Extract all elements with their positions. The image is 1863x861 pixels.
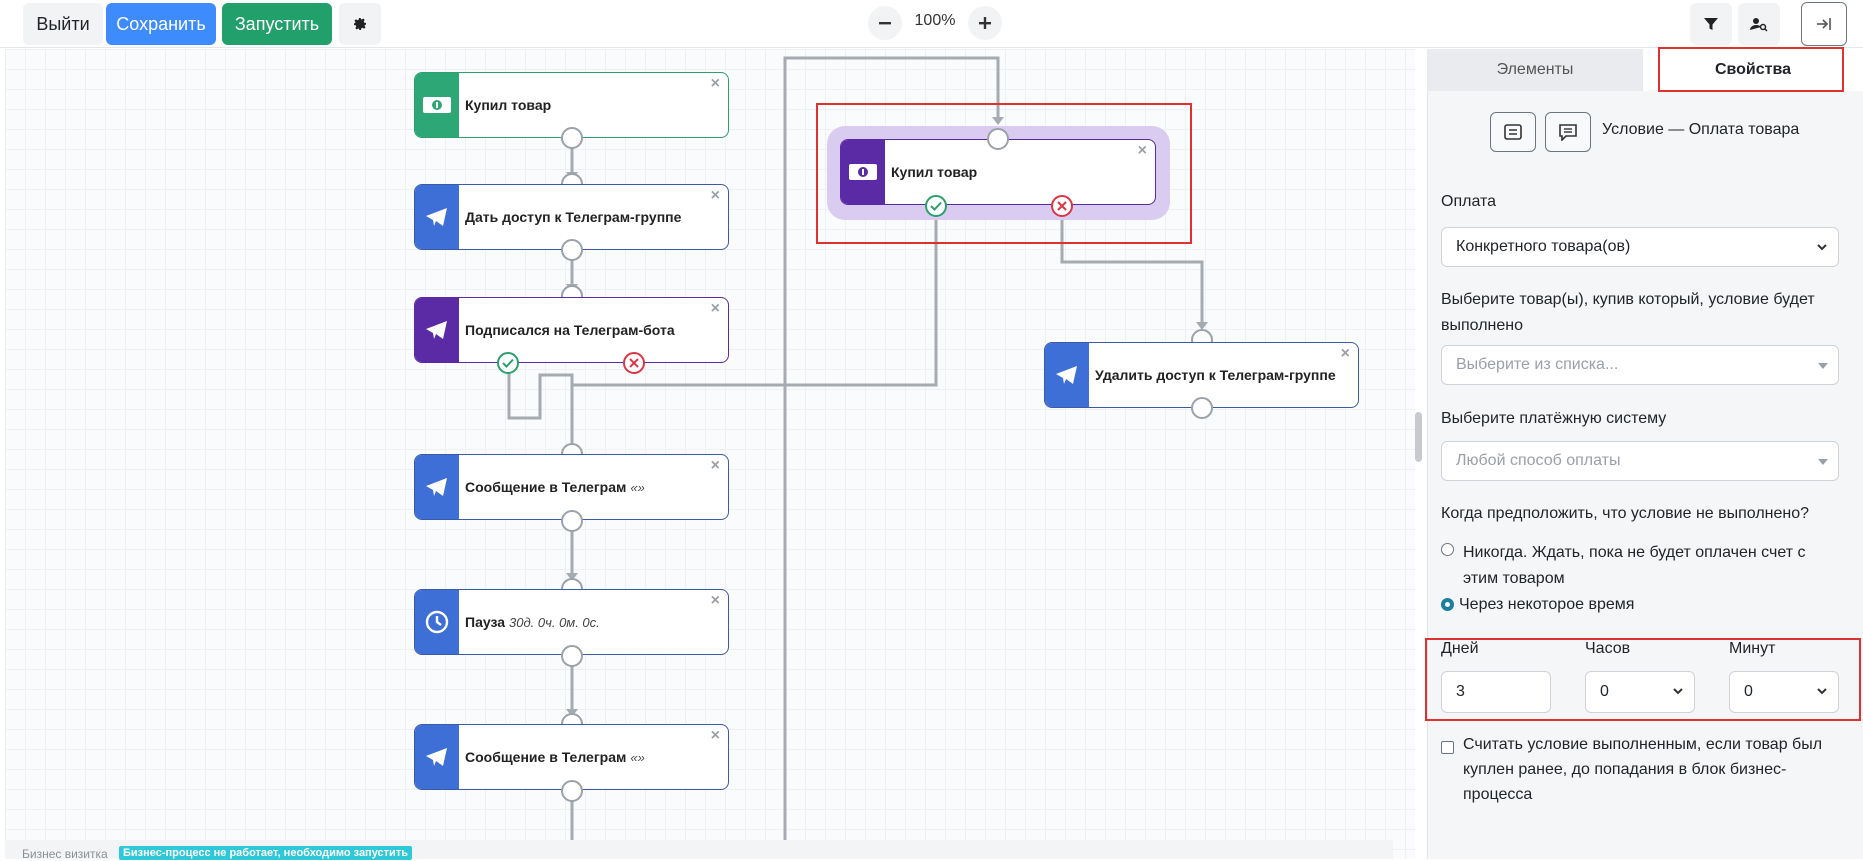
node-title: Купил товар — [465, 97, 552, 113]
money-icon — [415, 73, 459, 137]
status-badge: Бизнес-процесс не работает, необходимо з… — [119, 846, 412, 860]
product-label: Выберите товар(ы), купив который, услови… — [1441, 291, 1815, 334]
output-port[interactable] — [561, 127, 583, 149]
telegram-icon — [415, 185, 459, 249]
close-icon[interactable]: × — [1137, 142, 1147, 159]
filter-icon — [1704, 18, 1718, 30]
node-title: Сообщение в Телеграм«» — [465, 479, 645, 495]
telegram-icon — [415, 298, 459, 362]
caret-down-icon — [1818, 459, 1828, 465]
bought-earlier-checkbox[interactable] — [1441, 741, 1454, 754]
telegram-icon — [1045, 343, 1089, 407]
panel-header-title: Условие — Оплата товара — [1602, 121, 1800, 138]
chevron-down-icon — [1817, 244, 1827, 251]
node-title: Удалить доступ к Телеграм-группе — [1095, 367, 1336, 383]
save-button[interactable]: Сохранить — [106, 3, 216, 45]
minutes-label: Минут — [1729, 640, 1776, 657]
close-icon[interactable]: × — [710, 727, 720, 744]
highlight-box — [816, 103, 1192, 244]
clock-icon — [415, 590, 459, 654]
radio-never-label: Никогда. Ждать, пока не будет оплачен сч… — [1463, 544, 1806, 587]
canvas-scrollbar[interactable] — [1415, 412, 1422, 462]
hours-select[interactable]: 0 — [1585, 671, 1695, 713]
payment-label: Оплата — [1441, 193, 1497, 210]
output-port[interactable] — [561, 510, 583, 532]
hours-label: Часов — [1585, 640, 1631, 657]
money-icon — [841, 140, 885, 204]
bought-earlier-label: Считать условие выполненным, если товар … — [1463, 736, 1823, 803]
product-select[interactable]: Выберите из списка... — [1441, 345, 1839, 385]
close-icon[interactable]: × — [710, 75, 720, 92]
user-search-icon — [1750, 18, 1768, 32]
filter-button[interactable] — [1690, 3, 1732, 45]
radio-never[interactable] — [1441, 543, 1454, 556]
fail-port[interactable] — [1051, 195, 1073, 217]
note-button[interactable] — [1545, 112, 1591, 152]
payment-system-select[interactable]: Любой способ оплаты — [1441, 441, 1839, 481]
node-title: Купил товар — [891, 164, 978, 180]
close-icon[interactable]: × — [710, 187, 720, 204]
close-icon[interactable]: × — [710, 457, 720, 474]
sign-out-icon — [1817, 18, 1831, 30]
radio-after-time-label: Через некоторое время — [1459, 596, 1635, 613]
output-port[interactable] — [561, 645, 583, 667]
run-button[interactable]: Запустить — [222, 3, 332, 45]
payment-select[interactable]: Конкретного товара(ов) — [1441, 227, 1839, 267]
tab-elements[interactable]: Элементы — [1427, 49, 1643, 91]
exit-button[interactable]: Выйти — [23, 3, 103, 45]
node-subscribed-bot[interactable]: Подписался на Телеграм-бота × — [414, 297, 729, 363]
node-telegram-message[interactable]: Сообщение в Телеграм«» × — [414, 454, 729, 520]
payment-system-label: Выберите платёжную систему — [1441, 410, 1667, 427]
minutes-select[interactable]: 0 — [1729, 671, 1839, 713]
panel-tabs: Элементы Свойства — [1427, 49, 1863, 91]
zoom-level: 100% — [914, 12, 956, 29]
collapse-panel-button[interactable] — [1801, 2, 1847, 46]
close-icon[interactable]: × — [710, 592, 720, 609]
chevron-down-icon — [1817, 688, 1827, 695]
output-port[interactable] — [561, 780, 583, 802]
message-square-icon — [1504, 124, 1522, 140]
telegram-icon — [415, 455, 459, 519]
node-telegram-message-2[interactable]: Сообщение в Телеграм«» × — [414, 724, 729, 790]
tab-properties[interactable]: Свойства — [1643, 49, 1863, 91]
telegram-icon — [415, 725, 459, 789]
input-port[interactable] — [987, 128, 1009, 150]
check-icon — [930, 201, 942, 211]
radio-after-time[interactable] — [1441, 598, 1454, 611]
output-port[interactable] — [1191, 397, 1213, 419]
output-port[interactable] — [561, 239, 583, 261]
zoom-in-button[interactable] — [968, 6, 1002, 40]
minus-icon — [879, 22, 891, 25]
plus-icon — [979, 17, 991, 29]
comment-icon — [1559, 124, 1577, 141]
zoom-out-button[interactable] — [868, 6, 902, 40]
node-title: Подписался на Телеграм-бота — [465, 322, 675, 338]
check-icon — [502, 358, 514, 368]
fail-port[interactable] — [623, 352, 645, 374]
process-name: Бизнес визитка — [22, 847, 108, 861]
gear-icon — [354, 18, 366, 30]
days-input[interactable]: 3 — [1441, 671, 1551, 713]
close-icon[interactable]: × — [1340, 345, 1350, 362]
success-port[interactable] — [925, 195, 947, 217]
when-label: Когда предположить, что условие не выпол… — [1441, 505, 1810, 522]
success-port[interactable] — [497, 352, 519, 374]
user-search-button[interactable] — [1738, 3, 1780, 45]
close-icon[interactable]: × — [710, 300, 720, 317]
comment-button[interactable] — [1490, 112, 1536, 152]
settings-button[interactable] — [339, 3, 381, 45]
x-icon — [1057, 201, 1067, 211]
highlight-box — [1425, 638, 1861, 721]
x-icon — [629, 358, 639, 368]
days-label: Дней — [1441, 640, 1479, 657]
node-title: Сообщение в Телеграм«» — [465, 749, 645, 765]
chevron-down-icon — [1673, 688, 1683, 695]
node-bought-product-condition[interactable]: Купил товар × — [840, 139, 1156, 205]
caret-down-icon — [1818, 363, 1828, 369]
highlight-box — [1658, 47, 1844, 92]
node-title: Дать доступ к Телеграм-группе — [465, 209, 682, 225]
